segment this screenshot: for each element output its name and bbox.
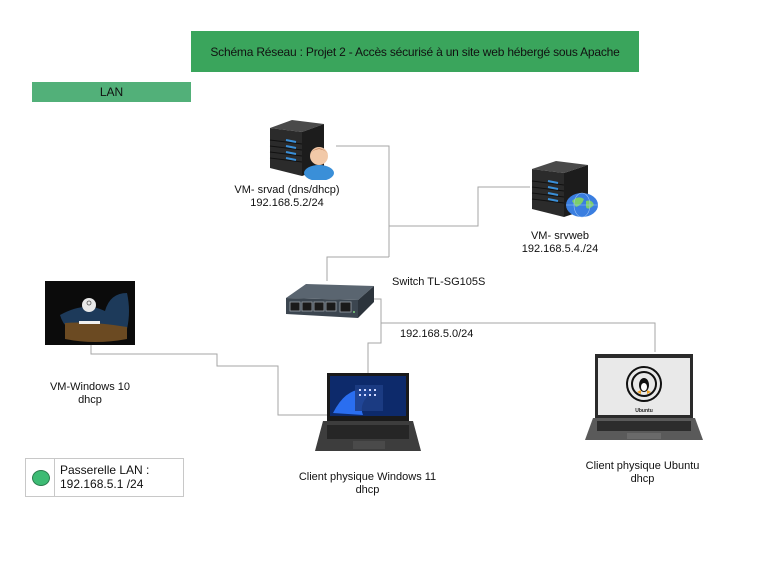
srvad-ip: 192.168.5.2/24 — [250, 197, 324, 209]
srvweb-server-node[interactable] — [528, 157, 606, 221]
switch-name: Switch TL-SG105S — [392, 276, 486, 288]
network-switch-icon — [286, 284, 374, 318]
srvad-label: VM- srvad (dns/dhcp) 192.168.5.2/24 — [222, 184, 352, 210]
diagram-title-text: Schéma Réseau : Projet 2 - Accès sécuris… — [210, 44, 620, 59]
srvad-name: VM- srvad (dns/dhcp) — [234, 184, 340, 196]
link-switch-up — [326, 256, 389, 281]
srvweb-label: VM- srvweb 192.168.5.4./24 — [500, 230, 620, 256]
laptop-ubuntu-icon: Ubuntu — [585, 354, 703, 440]
gateway-dot-icon — [32, 470, 50, 486]
windows-login-screen-icon — [45, 281, 135, 345]
lan-zone-label: LAN — [32, 82, 191, 102]
gateway-legend: Passerelle LAN : 192.168.5.1 /24 — [25, 458, 184, 497]
legend-symbol-cell — [26, 459, 55, 496]
ubuntu-ip: dhcp — [630, 473, 655, 485]
link-win10-win11 — [90, 345, 328, 416]
subnet-text: 192.168.5.0/24 — [400, 328, 474, 340]
ubuntu-screen-text: Ubuntu — [635, 408, 653, 414]
win11-label: Client physique Windows 11 dhcp — [290, 471, 445, 497]
win10-label: VM-Windows 10 dhcp — [35, 381, 145, 407]
laptop-windows-icon — [315, 373, 421, 451]
win10-ip: dhcp — [78, 394, 102, 406]
server-user-icon — [269, 120, 334, 181]
ubuntu-laptop-node[interactable]: Ubuntu — [585, 354, 703, 442]
legend-line1: Passerelle LAN : — [60, 463, 150, 477]
srvad-server-node[interactable] — [262, 118, 340, 181]
ubuntu-label: Client physique Ubuntu dhcp — [575, 460, 710, 486]
lan-zone-text: LAN — [99, 85, 124, 99]
win10-name: VM-Windows 10 — [49, 381, 131, 393]
win11-name: Client physique Windows 11 — [298, 471, 437, 483]
switch-node[interactable] — [282, 280, 378, 322]
legend-line2: 192.168.5.1 /24 — [60, 477, 144, 491]
srvweb-name: VM- srvweb — [530, 230, 590, 242]
srvweb-ip: 192.168.5.4./24 — [521, 243, 599, 255]
link-srvweb-switch — [389, 186, 530, 227]
legend-text: Passerelle LAN : 192.168.5.1 /24 — [60, 463, 149, 491]
switch-label: Switch TL-SG105S — [392, 276, 512, 289]
link-srvad-switch — [336, 145, 390, 257]
server-globe-icon — [531, 161, 598, 218]
ubuntu-name: Client physique Ubuntu — [585, 460, 700, 472]
win10-vm-node[interactable] — [45, 281, 135, 345]
link-switch-ubuntu — [373, 298, 656, 352]
win11-laptop-node[interactable] — [313, 373, 423, 456]
diagram-title: Schéma Réseau : Projet 2 - Accès sécuris… — [191, 31, 639, 72]
subnet-label: 192.168.5.0/24 — [400, 328, 500, 341]
win11-ip: dhcp — [355, 484, 380, 496]
link-switch-win11 — [367, 323, 382, 374]
